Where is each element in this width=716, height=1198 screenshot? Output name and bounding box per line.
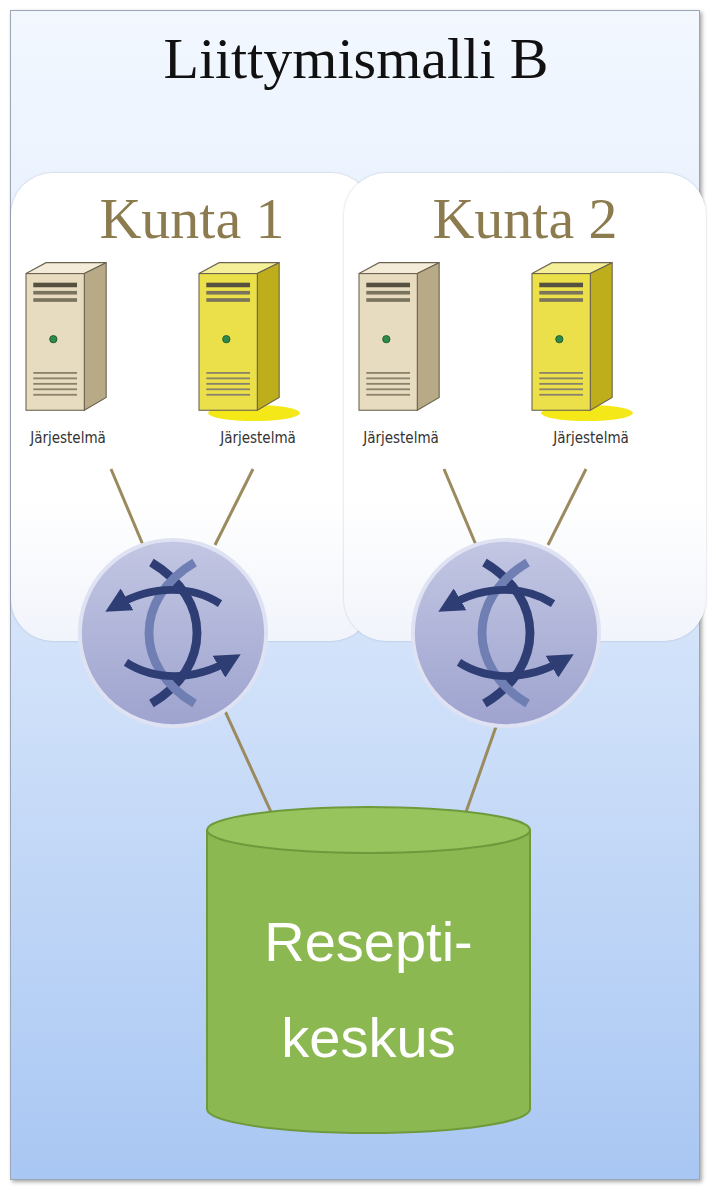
system-server: Järjestelmä bbox=[201, 429, 315, 447]
municipality-box: Kunta 1 Järjestelmä Järjestelmä bbox=[11, 173, 373, 641]
kunta-illustration bbox=[344, 173, 666, 743]
database-cylinder: Resepti- keskus bbox=[206, 806, 531, 1133]
system-label: Järjestelmä bbox=[534, 429, 648, 447]
kunta-illustration bbox=[11, 173, 333, 743]
system-server: Järjestelmä bbox=[344, 429, 458, 447]
system-label: Järjestelmä bbox=[11, 429, 125, 447]
system-label: Järjestelmä bbox=[344, 429, 458, 447]
municipality-name: Kunta 1 bbox=[11, 173, 373, 251]
system-server: Järjestelmä bbox=[11, 429, 125, 447]
cylinder-top bbox=[207, 807, 530, 853]
diagram-title: Liittymismalli B bbox=[11, 25, 701, 92]
diagram-frame: Liittymismalli B Kunta 1 Järjestelmä Järjes… bbox=[10, 10, 700, 1180]
municipality-box: Kunta 2 Järjestelmä Järjestelmä bbox=[344, 173, 706, 641]
system-label: Järjestelmä bbox=[201, 429, 315, 447]
municipality-name: Kunta 2 bbox=[344, 173, 706, 251]
cylinder-body bbox=[207, 830, 530, 1133]
database-label: Resepti- keskus bbox=[234, 894, 504, 1084]
system-server: Järjestelmä bbox=[534, 429, 648, 447]
